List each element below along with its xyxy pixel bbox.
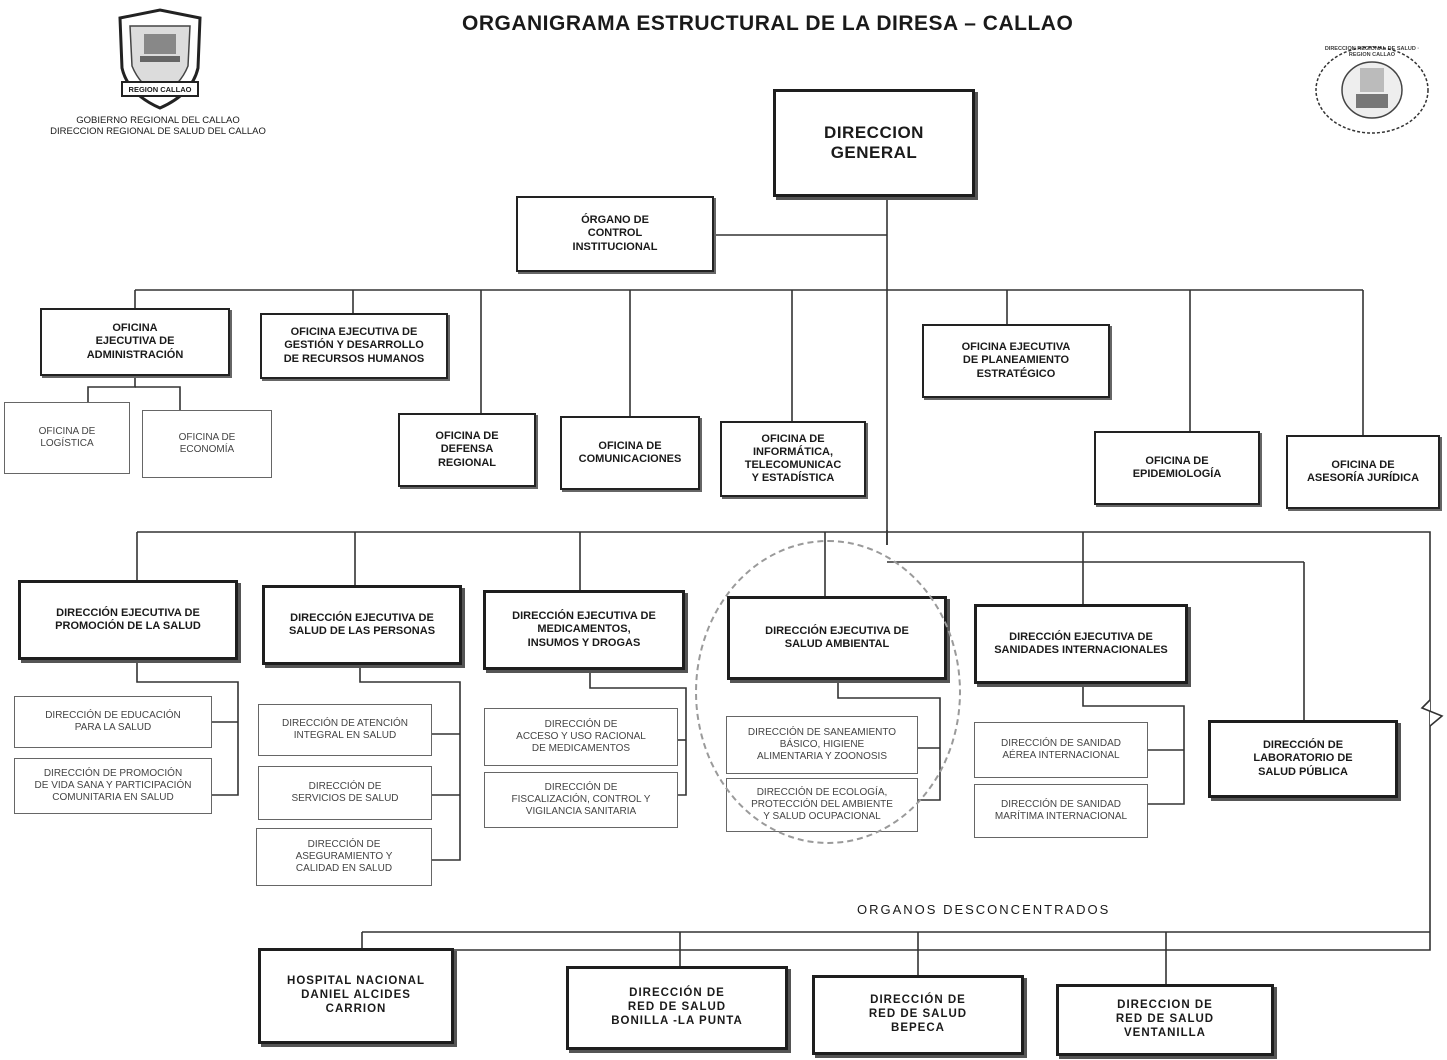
gov-line-1: GOBIERNO REGIONAL DEL CALLAO	[76, 115, 240, 126]
direccion-medicamentos-box: DIRECCIÓN EJECUTIVA DE MEDICAMENTOS, INS…	[483, 590, 685, 670]
direccion-sanidades-box: DIRECCIÓN EJECUTIVA DE SANIDADES INTERNA…	[974, 604, 1188, 684]
oficina-epidemiologia-box: OFICINA DE EPIDEMIOLOGÍA	[1094, 431, 1260, 505]
sub-atencion-integral-box: DIRECCIÓN DE ATENCIÓN INTEGRAL EN SALUD	[258, 704, 432, 756]
direccion-personas-box: DIRECCIÓN EJECUTIVA DE SALUD DE LAS PERS…	[262, 585, 462, 665]
oficina-administracion-box: OFICINA EJECUTIVA DE ADMINISTRACIÓN	[40, 308, 230, 376]
oficina-planeamiento-box: OFICINA EJECUTIVA DE PLANEAMIENTO ESTRAT…	[922, 324, 1110, 398]
government-heading: GOBIERNO REGIONAL DEL CALLAO DIRECCION R…	[8, 115, 308, 138]
sub-maritima-box: DIRECCIÓN DE SANIDAD MARÍTIMA INTERNACIO…	[974, 784, 1148, 838]
sub-promocion-vida-box: DIRECCIÓN DE PROMOCIÓN DE VIDA SANA Y PA…	[14, 758, 212, 814]
oficina-logistica-box: OFICINA DE LOGÍSTICA	[4, 402, 130, 474]
crest-label: REGION CALLAO	[128, 85, 192, 94]
highlight-circle-annotation	[695, 540, 961, 844]
chart-title: ORGANIGRAMA ESTRUCTURAL DE LA DIRESA – C…	[462, 12, 1074, 35]
sub-fiscalizacion-box: DIRECCIÓN DE FISCALIZACIÓN, CONTROL Y VI…	[484, 772, 678, 828]
red-bepeca-box: DIRECCIÓN DE RED DE SALUD BEPECA	[812, 975, 1024, 1055]
oficina-comunicaciones-box: OFICINA DE COMUNICACIONES	[560, 416, 700, 490]
sub-aseguramiento-box: DIRECCIÓN DE ASEGURAMIENTO Y CALIDAD EN …	[256, 828, 432, 886]
hospital-carrion-box: HOSPITAL NACIONAL DANIEL ALCIDES CARRION	[258, 948, 454, 1044]
sub-educacion-box: DIRECCIÓN DE EDUCACIÓN PARA LA SALUD	[14, 696, 212, 748]
sub-aerea-box: DIRECCIÓN DE SANIDAD AÉREA INTERNACIONAL	[974, 722, 1148, 778]
direccion-laboratorio-box: DIRECCIÓN DE LABORATORIO DE SALUD PÚBLIC…	[1208, 720, 1398, 798]
sub-servicios-box: DIRECCIÓN DE SERVICIOS DE SALUD	[258, 766, 432, 820]
organo-control-box: ÓRGANO DE CONTROL INSTITUCIONAL	[516, 196, 714, 272]
direccion-promocion-box: DIRECCIÓN EJECUTIVA DE PROMOCIÓN DE LA S…	[18, 580, 238, 660]
organos-desconcentrados-label: ORGANOS DESCONCENTRADOS	[857, 902, 1111, 917]
diresa-seal-logo: DIRECCION REGIONAL DE SALUD · REGION CAL…	[1312, 44, 1432, 136]
callao-crest-logo: REGION CALLAO	[100, 6, 220, 114]
sub-acceso-box: DIRECCIÓN DE ACCESO Y USO RACIONAL DE ME…	[484, 708, 678, 766]
direccion-general-box: DIRECCION GENERAL	[773, 89, 975, 197]
oficina-rrhh-box: OFICINA EJECUTIVA DE GESTIÓN Y DESARROLL…	[260, 313, 448, 379]
oficina-informatica-box: OFICINA DE INFORMÁTICA, TELECOMUNICAC Y …	[720, 421, 866, 497]
red-bonilla-box: DIRECCIÓN DE RED DE SALUD BONILLA -LA PU…	[566, 966, 788, 1050]
gov-line-2: DIRECCION REGIONAL DE SALUD DEL CALLAO	[50, 125, 266, 137]
oficina-asesoria-box: OFICINA DE ASESORÍA JURÍDICA	[1286, 435, 1440, 509]
oficina-defensa-box: OFICINA DE DEFENSA REGIONAL	[398, 413, 536, 487]
seal-text: DIRECCION REGIONAL DE SALUD · REGION CAL…	[1324, 46, 1420, 58]
red-ventanilla-box: DIRECCION DE RED DE SALUD VENTANILLA	[1056, 984, 1274, 1056]
oficina-economia-box: OFICINA DE ECONOMÍA	[142, 410, 272, 478]
